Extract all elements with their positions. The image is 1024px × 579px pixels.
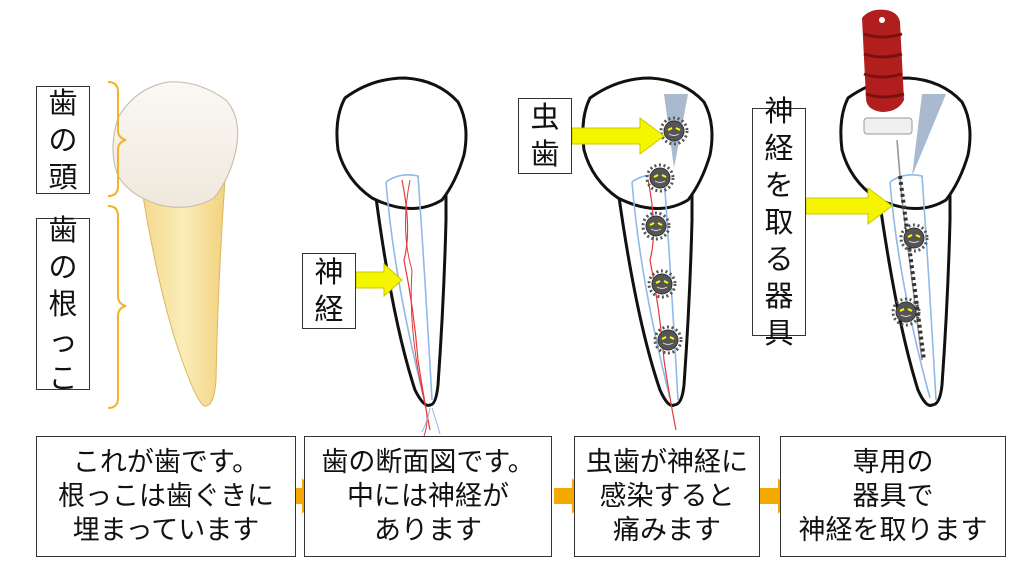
caption-step-3: 虫歯が神経に 感染すると 痛みます [574, 436, 760, 557]
caption-step-1: これが歯です。 根っこは歯ぐきに 埋まっています [36, 436, 296, 557]
caption-line: これが歯です。 [72, 446, 260, 478]
crown-label: 歯の頭 [36, 86, 90, 194]
label-char: 経 [764, 130, 794, 165]
caption-line: 虫歯が神経に [586, 446, 748, 478]
label-char: 神 [764, 93, 794, 128]
caption-line: 神経を取ります [798, 514, 988, 546]
label-char: を [764, 167, 794, 202]
label-char: の [48, 122, 78, 157]
label-char: の [48, 249, 78, 284]
caption-line: 器具で [852, 480, 934, 512]
label-char: 器 [764, 278, 794, 313]
caption-step-4: 専用の 器具で 神経を取ります [780, 436, 1006, 557]
caption-line: 埋まっています [72, 514, 260, 546]
root-label: 歯の根っこ [36, 213, 90, 395]
label-char: 頭 [48, 159, 78, 194]
caption-line: 痛みます [613, 514, 721, 546]
file-handle [862, 9, 913, 135]
caption-line: あります [374, 514, 482, 546]
canal-outline [385, 174, 433, 401]
tooth-illustration [112, 81, 239, 407]
label-char: 経 [314, 292, 344, 326]
label-char: 虫 [530, 100, 560, 134]
crown-bracket [107, 81, 127, 197]
nerve-label: 神経 [302, 253, 356, 329]
label-char: っ [48, 323, 78, 358]
tooth-root-shape [141, 178, 226, 407]
caption-line: 専用の [852, 446, 934, 478]
label-char: 具 [764, 315, 794, 350]
tooth-crown-shape [112, 81, 239, 208]
tooth-cross-section [335, 76, 468, 437]
tool-label: 神経を取る器具 [752, 94, 806, 350]
label-char: る [764, 241, 794, 276]
tool-pointer-arrow [805, 187, 893, 225]
caption-line: 感染すると [599, 480, 735, 512]
file-spiral [898, 175, 926, 361]
label-char: こ [48, 360, 78, 395]
caption-step-2: 歯の断面図です。 中には神経が あります [304, 436, 552, 557]
caption-line: 根っこは歯ぐきに [58, 480, 274, 512]
cavity-pointer-arrow [571, 117, 665, 155]
cavity-label: 虫歯 [518, 98, 572, 174]
nerve-pointer-arrow [355, 262, 403, 298]
label-char: 根 [48, 286, 78, 321]
label-char: 歯 [48, 85, 78, 120]
caption-line: 中には神経が [347, 480, 509, 512]
label-char: 歯 [48, 212, 78, 247]
label-char: 歯 [530, 137, 560, 171]
label-char: 取 [764, 204, 794, 239]
tooth-with-tool [839, 9, 972, 407]
root-bracket [107, 205, 127, 409]
label-char: 神 [314, 255, 344, 289]
caption-line: 歯の断面図です。 [321, 446, 535, 478]
